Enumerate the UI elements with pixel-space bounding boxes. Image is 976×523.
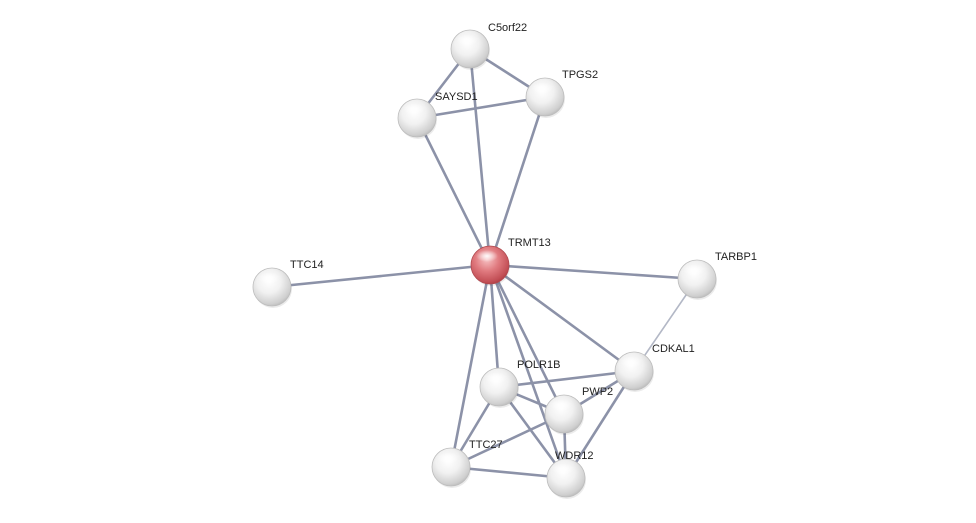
node-highlight xyxy=(620,356,642,368)
node-tpgs2[interactable]: TPGS2 xyxy=(525,69,598,118)
node-wdr12[interactable]: WDR12 xyxy=(546,450,594,499)
edge-pwp2-ttc27 xyxy=(449,412,566,469)
edge-cdkal1-wdr12 xyxy=(564,369,636,480)
node-highlight xyxy=(476,250,498,262)
node-ttc14[interactable]: TTC14 xyxy=(252,259,324,308)
node-label: WDR12 xyxy=(555,450,594,462)
node-label: C5orf22 xyxy=(488,22,527,34)
node-cdkal1[interactable]: CDKAL1 xyxy=(614,343,695,392)
node-highlight xyxy=(683,264,705,276)
node-highlight xyxy=(403,103,425,115)
node-label: SAYSD1 xyxy=(435,91,478,103)
node-label: POLR1B xyxy=(517,359,560,371)
node-ttc27[interactable]: TTC27 xyxy=(431,439,503,488)
node-label: TTC27 xyxy=(469,439,503,451)
edge-trmt13-polr1b xyxy=(488,263,501,389)
node-highlight xyxy=(485,372,507,384)
node-tarbp1[interactable]: TARBP1 xyxy=(677,251,757,300)
node-polr1b[interactable]: POLR1B xyxy=(479,359,560,408)
node-label: TARBP1 xyxy=(715,251,757,263)
edge-saysd1-trmt13 xyxy=(415,116,492,267)
edge-ttc14-trmt13 xyxy=(270,263,492,289)
node-highlight xyxy=(258,272,280,284)
edge-c5orf22-trmt13 xyxy=(468,47,492,267)
node-pwp2[interactable]: PWP2 xyxy=(544,386,613,435)
edge-cdkal1-polr1b xyxy=(497,369,636,389)
edge-trmt13-cdkal1 xyxy=(488,263,636,373)
edge-tpgs2-trmt13 xyxy=(488,95,547,267)
node-highlight xyxy=(531,82,553,94)
node-highlight xyxy=(456,34,478,46)
edge-tarbp1-trmt13 xyxy=(488,263,699,281)
edge-saysd1-tpgs2 xyxy=(415,95,547,120)
node-highlight xyxy=(550,399,572,411)
node-label: TPGS2 xyxy=(562,69,598,81)
node-label: TTC14 xyxy=(290,259,324,271)
edge-trmt13-ttc27 xyxy=(449,263,492,469)
node-label: CDKAL1 xyxy=(652,343,695,355)
edge-trmt13-wdr12 xyxy=(488,263,568,480)
node-highlight xyxy=(437,452,459,464)
node-label: TRMT13 xyxy=(508,237,551,249)
node-saysd1[interactable]: SAYSD1 xyxy=(397,91,478,139)
node-highlight xyxy=(552,463,574,475)
node-label: PWP2 xyxy=(582,386,613,398)
edge-trmt13-pwp2 xyxy=(488,263,566,416)
node-c5orf22[interactable]: C5orf22 xyxy=(450,22,527,70)
node-trmt13[interactable]: TRMT13 xyxy=(470,237,551,286)
